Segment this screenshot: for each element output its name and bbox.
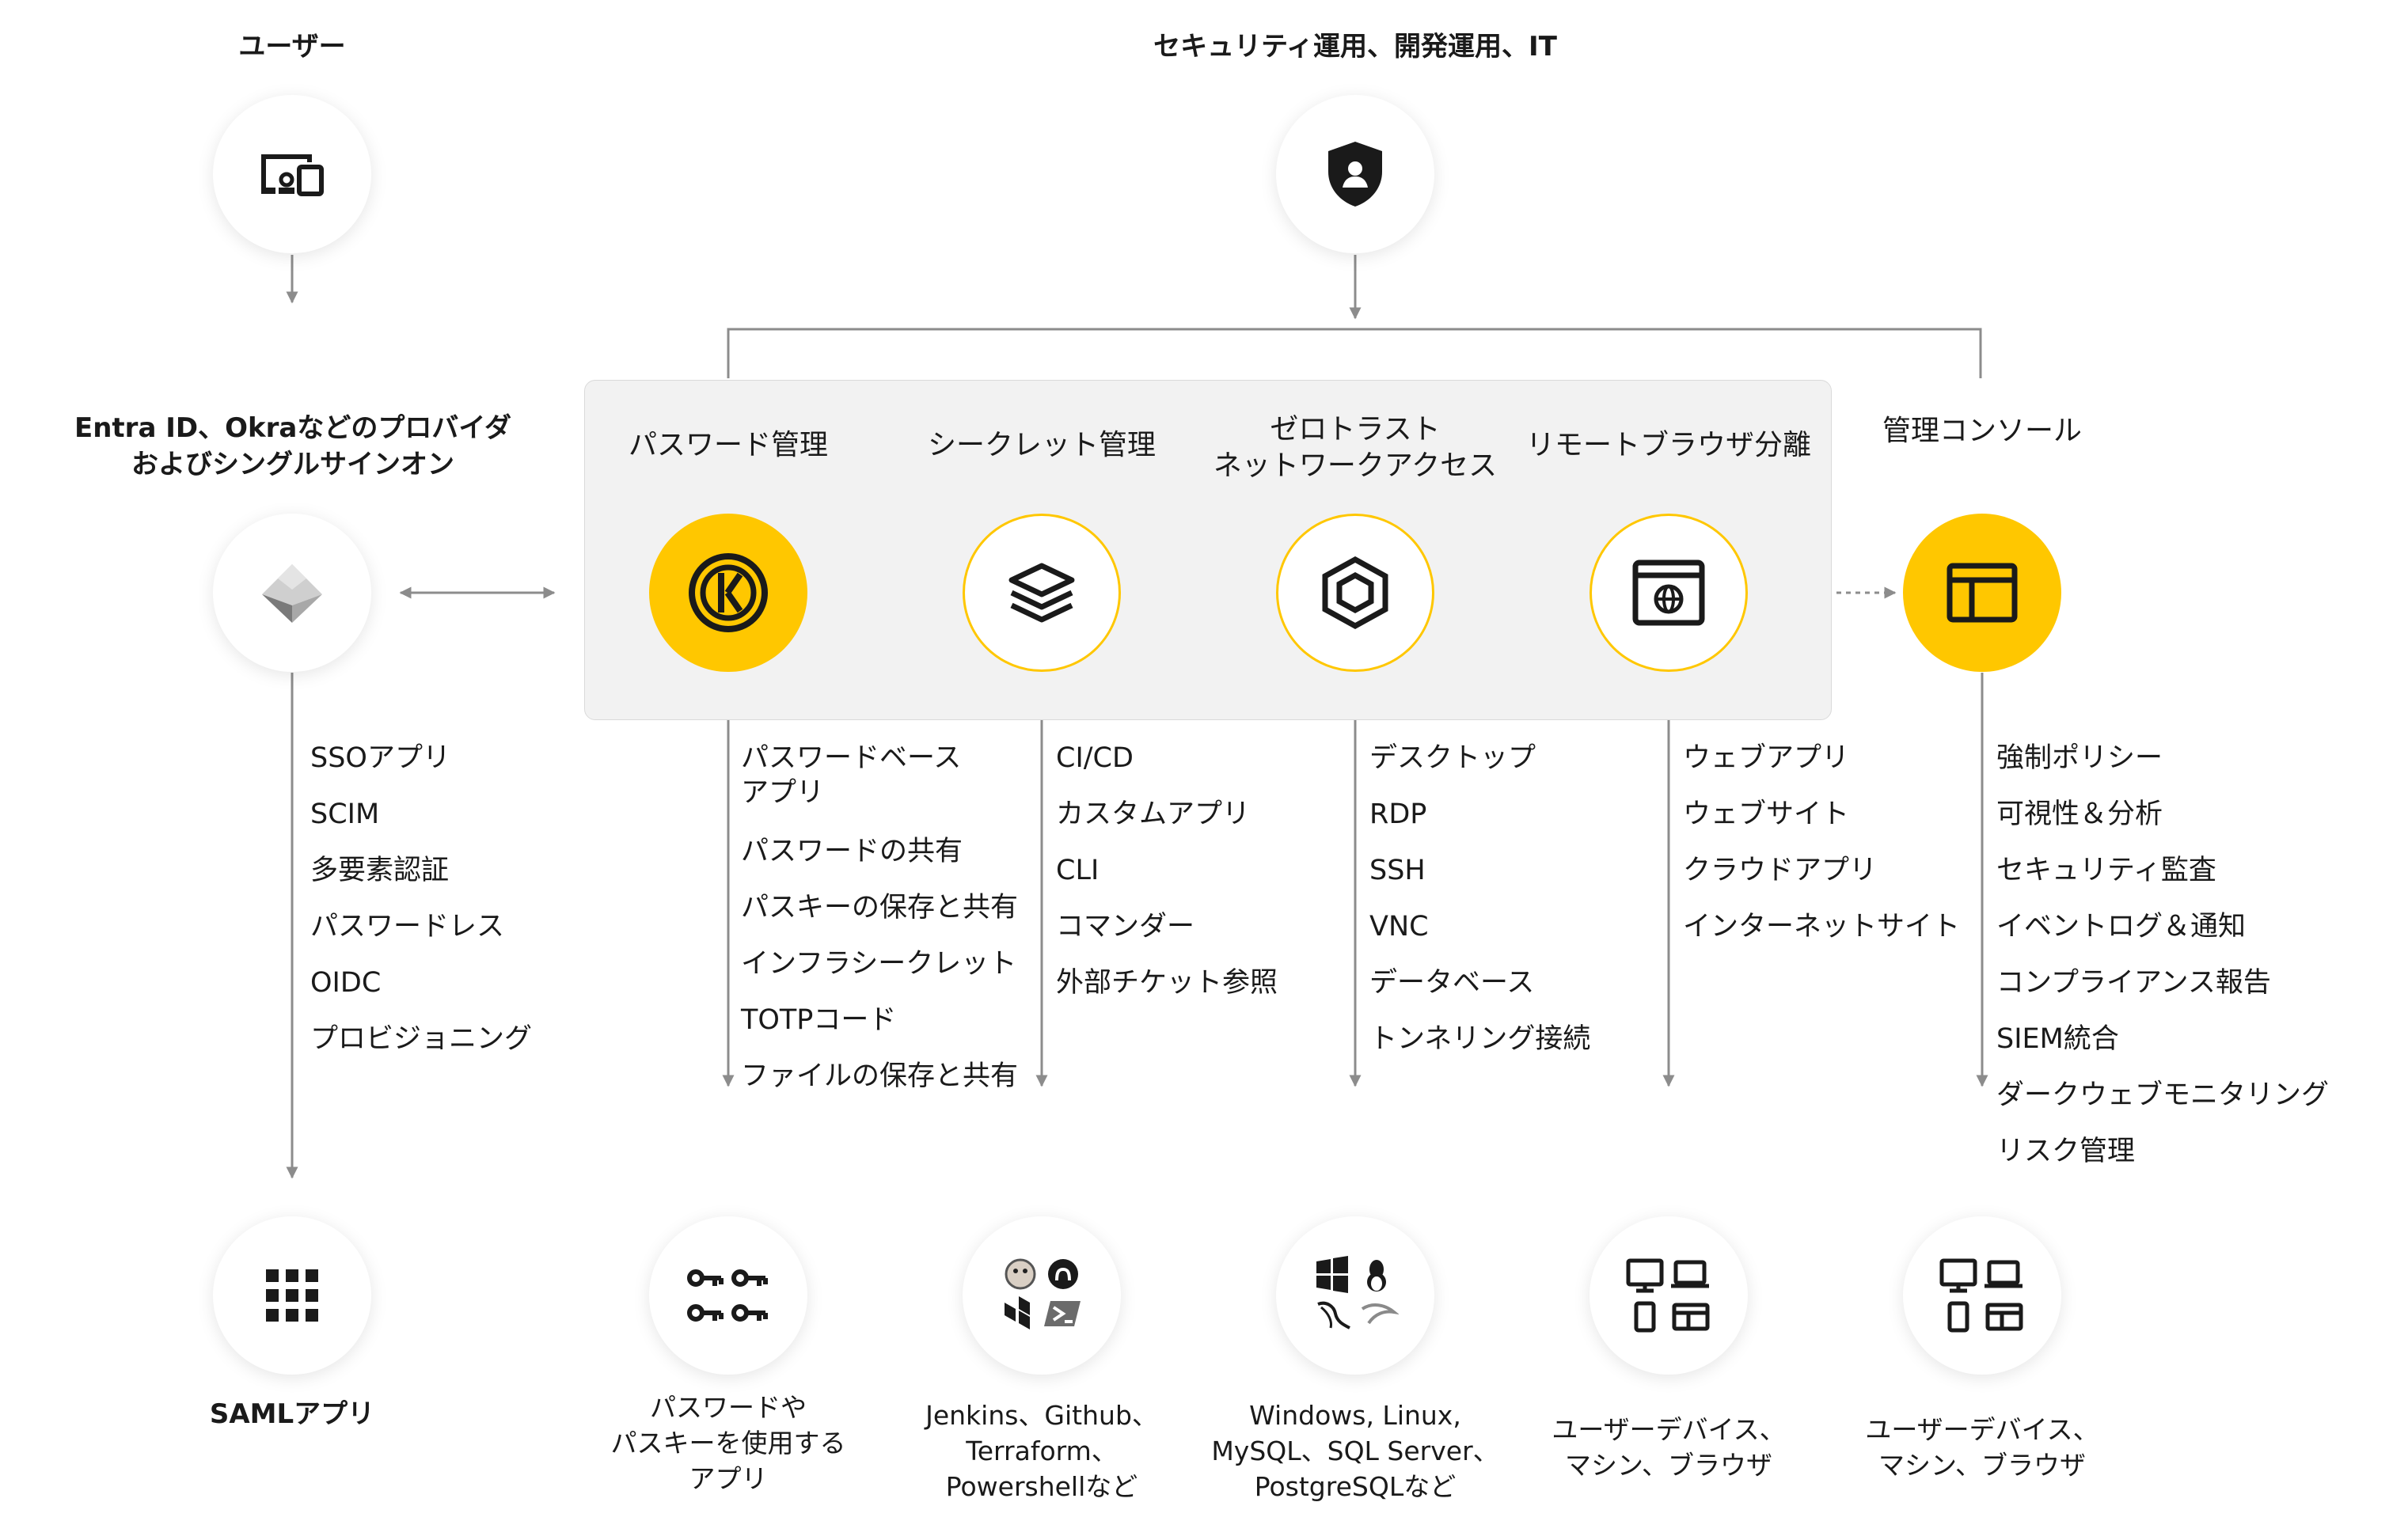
secrets-mgmt-heading: シークレット管理 [927,429,1156,461]
list-item: TOTPコード [741,1004,897,1036]
admin-devices-node [1903,1216,2061,1375]
list-item: RDP [1369,798,1427,830]
admin-devices-caption: ユーザーデバイス、 マシン、ブラウザ [1865,1414,2099,1481]
list-item: 外部チケット参照 [1056,967,1278,999]
hexagon-connection-icon [1322,556,1388,629]
rbi-node [1590,514,1748,672]
rbi-devices-node [1590,1216,1748,1375]
keeper-logo-icon [689,553,768,632]
secrets-tools-node [963,1216,1121,1375]
idp-heading: Entra ID、Okraなどのプロバイダ およびシングルサインオン [74,412,511,480]
idp-feature-list: SSOアプリ SCIM 多要素認証 パスワードレス OIDC プロビジョニング [310,741,532,1078]
list-item: CLI [1056,855,1100,886]
list-item: コマンダー [1056,911,1195,943]
os-databases-caption: Windows, Linux, MySQL、SQL Server、 Postgr… [1211,1400,1499,1502]
list-item: SCIM [310,798,380,830]
user-devices-icon [1626,1258,1710,1333]
list-item: ダークウェブモニタリング [1996,1079,2330,1111]
secops-bracket [727,328,1982,378]
rbi-heading: リモートブラウザ分離 [1525,429,1811,461]
shield-user-icon [1328,142,1382,207]
os-databases-node [1276,1216,1434,1375]
list-item: インターネットサイト [1683,911,1961,943]
admin-feature-list: 強制ポリシー 可視性＆分析 セキュリティ監査 イベントログ＆通知 コンプライアン… [1996,741,2329,1190]
identity-provider-icon [262,564,322,623]
rbi-devices-caption: ユーザーデバイス、 マシン、ブラウザ [1552,1414,1786,1481]
saml-apps-node [213,1216,371,1375]
app-grid-icon [266,1269,318,1322]
list-item: パスワードベース アプリ [741,742,962,809]
list-item: VNC [1369,911,1429,943]
browser-globe-icon [1632,559,1705,626]
list-item: ファイルの保存と共有 [741,1060,1019,1092]
list-item: ウェブアプリ [1683,742,1850,774]
saml-caption: SAMLアプリ [209,1398,375,1430]
zero-trust-heading: ゼロトラスト ネットワークアクセス [1213,413,1498,482]
secrets-mgmt-node [963,514,1121,672]
password-mgmt-heading: パスワード管理 [628,429,828,461]
console-layout-icon [1947,563,2018,623]
users-heading: ユーザー [238,31,346,63]
keys-icon [687,1269,768,1322]
stacked-layers-icon [1008,563,1075,623]
list-item: イベントログ＆通知 [1996,911,2247,943]
list-item: 多要素認証 [310,855,450,886]
list-item: コンプライアンス報告 [1996,967,2271,999]
secrets-feature-list: CI/CD カスタムアプリ CLI コマンダー 外部チケット参照 [1056,741,1278,1022]
admin-console-heading: 管理コンソール [1882,415,2082,447]
users-node [213,95,371,253]
devices-icon [261,154,324,196]
admin-console-node [1903,514,2061,672]
list-item: インフラシークレット [741,948,1017,980]
list-item: リスク管理 [1996,1136,2136,1167]
list-item: カスタムアプリ [1056,798,1251,830]
list-item: 可視性＆分析 [1996,798,2163,830]
list-item: SIEM統合 [1996,1023,2119,1055]
user-devices-icon [1939,1258,2023,1333]
list-item: セキュリティ監査 [1996,855,2216,886]
list-item: パスワードレス [310,911,505,943]
list-item: パスキーの保存と共有 [741,892,1019,924]
zero-trust-node [1276,514,1434,672]
os-logos-icon [1316,1256,1399,1329]
secrets-tools-caption: Jenkins、Github、 Terraform、 Powershellなど [925,1400,1158,1502]
list-item: SSH [1369,855,1426,886]
idp-node [213,514,371,672]
list-item: パスワードの共有 [741,836,963,867]
zero-trust-feature-list: デスクトップ RDP SSH VNC データベース トンネリング接続 [1369,741,1590,1078]
list-item: デスクトップ [1369,742,1536,774]
password-apps-node [649,1216,807,1375]
tool-logos-icon [1005,1258,1081,1329]
list-item: データベース [1369,967,1535,999]
password-mgmt-node [649,514,807,672]
list-item: SSOアプリ [310,742,450,774]
list-item: トンネリング接続 [1369,1023,1591,1055]
password-feature-list: パスワードベース アプリ パスワードの共有 パスキーの保存と共有 インフラシーク… [741,741,1018,1115]
list-item: CI/CD [1056,742,1134,774]
list-item: クラウドアプリ [1683,855,1878,886]
list-item: プロビジョニング [310,1023,533,1055]
password-apps-caption: パスワードや パスキーを使用する アプリ [610,1392,846,1494]
secops-heading: セキュリティ運用、開発運用、IT [1153,31,1557,63]
rbi-feature-list: ウェブアプリ ウェブサイト クラウドアプリ インターネットサイト [1683,741,1960,965]
list-item: 強制ポリシー [1996,742,2163,774]
list-item: ウェブサイト [1683,798,1850,830]
list-item: OIDC [310,967,382,999]
secops-node [1276,95,1434,253]
